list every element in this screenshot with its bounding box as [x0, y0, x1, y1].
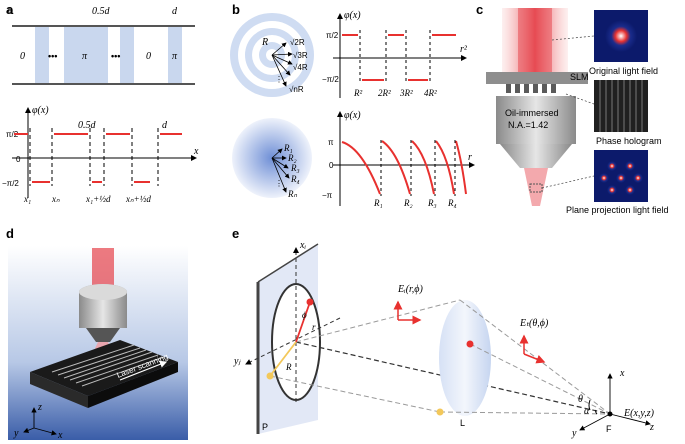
e-label-E: E(x,y,z): [623, 408, 655, 419]
a-xn-half: xₙ+½d: [125, 194, 151, 204]
c-caption-projection: Plane projection light field: [566, 205, 669, 215]
b-top-y-neg: −π/2: [322, 75, 339, 84]
b-disk-R1: R₁: [283, 143, 293, 153]
b-lens-phase-curve: [341, 140, 467, 195]
b-ring-vdots: ⋮: [275, 75, 283, 84]
e-label-R: R: [285, 362, 292, 372]
b-top-r2: r²: [460, 44, 468, 55]
panel-a: 0 0.5d d 0 ••• π ••• 0 π φ(x) x 0.5d d π…: [2, 6, 199, 204]
e-label-alpha: α: [584, 406, 590, 417]
e-label-xi: xᵢ: [299, 240, 306, 251]
b-bottom-negpi: −π: [322, 191, 333, 200]
panel-e: P xᵢ yⱼ L ϕ r R: [233, 240, 655, 439]
a-d: d: [162, 120, 168, 131]
e-vector-R: [269, 341, 297, 377]
panel-b: R √2R √3R √4R ⋮ √nR φ(x) r² π/2 −π/2 R² …: [230, 10, 475, 208]
b-bottom-zero: 0: [329, 161, 334, 170]
strip-label-pi-b: π: [172, 51, 178, 62]
b-top-y-pos: π/2: [326, 31, 339, 40]
e-vector-r: [295, 301, 311, 343]
b-ring-R: R: [261, 37, 268, 48]
b-bottom-phi: φ(x): [344, 110, 361, 121]
panel-label-c: c: [476, 2, 483, 17]
b-top-phi: φ(x): [344, 10, 361, 21]
strip-dots-1: •••: [48, 51, 57, 61]
panel-c: SLM Oil-immersed N.A.=1.42 Original ligh…: [486, 8, 669, 215]
b-ring-sqrt2R: √2R: [290, 38, 305, 47]
b-tick-4R2: 4R²: [424, 88, 437, 98]
b-disk-vdots: ⋮: [275, 179, 283, 188]
d-axis-x: x: [57, 430, 63, 441]
a-y-bottom: −π/2: [2, 179, 19, 188]
e-label-P: P: [262, 422, 268, 432]
b-tick-R2-bottom: R₂: [403, 198, 413, 208]
a-half-d: 0.5d: [78, 120, 97, 131]
b-disk-R3: R₃: [290, 163, 300, 173]
e-lens-L: [439, 300, 491, 416]
b-tick-2R2: 2R²: [378, 88, 391, 98]
e-axis-yj: [245, 317, 341, 365]
panel-label-b: b: [232, 2, 240, 17]
panel-label-d: d: [6, 226, 14, 241]
c-objective-line1: Oil-immersed: [505, 108, 559, 118]
e-axis-z: z: [649, 422, 654, 433]
b-disk-R2: R₂: [287, 153, 297, 163]
e-label-r: r: [312, 322, 316, 332]
a-xn: xₙ: [51, 194, 60, 204]
strip-dots-2: •••: [111, 51, 120, 61]
e-label-theta: θ: [578, 394, 583, 405]
a-phase-profile: [14, 133, 182, 183]
c-caption-original: Original light field: [589, 66, 658, 76]
b-tick-R4: R₄: [447, 198, 457, 208]
a-x1: x₁: [23, 194, 31, 204]
b-bottom-r: r: [468, 152, 472, 163]
b-disk-Rn: Rₙ: [287, 189, 297, 199]
b-tick-3R2: 3R²: [399, 88, 413, 98]
panel-d: Laser scanning z y x: [8, 246, 188, 441]
c-objective: [496, 96, 576, 144]
b-tick-R1: R₁: [373, 198, 383, 208]
b-tick-R2: R²: [353, 88, 362, 98]
strip-label-pi-a: π: [82, 51, 88, 62]
b-ring-sqrt3R: √3R: [293, 51, 308, 60]
a-phi-label: φ(x): [32, 105, 49, 116]
e-label-F: F: [606, 424, 612, 434]
e-label-L: L: [460, 418, 465, 428]
e-axis-x: x: [619, 368, 625, 379]
e-label-phi: ϕ: [302, 310, 307, 320]
c-slm-label: SLM: [570, 72, 589, 82]
a-y-top: π/2: [6, 130, 19, 139]
e-label-Et: Eₜ(θ,ϕ): [519, 318, 549, 329]
b-ring-sqrtnR: √nR: [289, 85, 304, 94]
d-laser-beam: [92, 248, 114, 288]
panel-label-a: a: [6, 2, 14, 17]
b-ring-sqrt4R: √4R: [293, 63, 308, 72]
a-x1-half: x₁+½d: [85, 194, 111, 204]
panel-label-e: e: [232, 226, 239, 241]
a-x-label: x: [193, 146, 199, 157]
a-y-zero: 0: [16, 155, 21, 164]
top-tick-d: d: [172, 6, 178, 17]
grating-stripes: [12, 26, 195, 84]
b-tick-R3: R₃: [427, 198, 437, 208]
b-bottom-pi: π: [328, 138, 334, 147]
c-phase-hologram: [594, 80, 648, 132]
c-slm: [486, 72, 588, 84]
top-tick-0: 0: [8, 6, 13, 16]
d-axis-z: z: [37, 402, 42, 413]
e-label-Ei: Eᵢ(r,ϕ): [397, 284, 423, 295]
top-tick-half-d: 0.5d: [92, 6, 111, 17]
strip-label-0b: 0: [146, 51, 151, 62]
c-caption-hologram: Phase hologram: [596, 136, 662, 146]
e-label-yj: yⱼ: [233, 356, 241, 367]
b-disk-R4: R₄: [290, 174, 300, 184]
e-axis-y: y: [571, 428, 577, 439]
c-objective-line2: N.A.=1.42: [508, 120, 548, 130]
strip-label-0a: 0: [20, 51, 25, 62]
d-axis-y: y: [13, 428, 19, 439]
